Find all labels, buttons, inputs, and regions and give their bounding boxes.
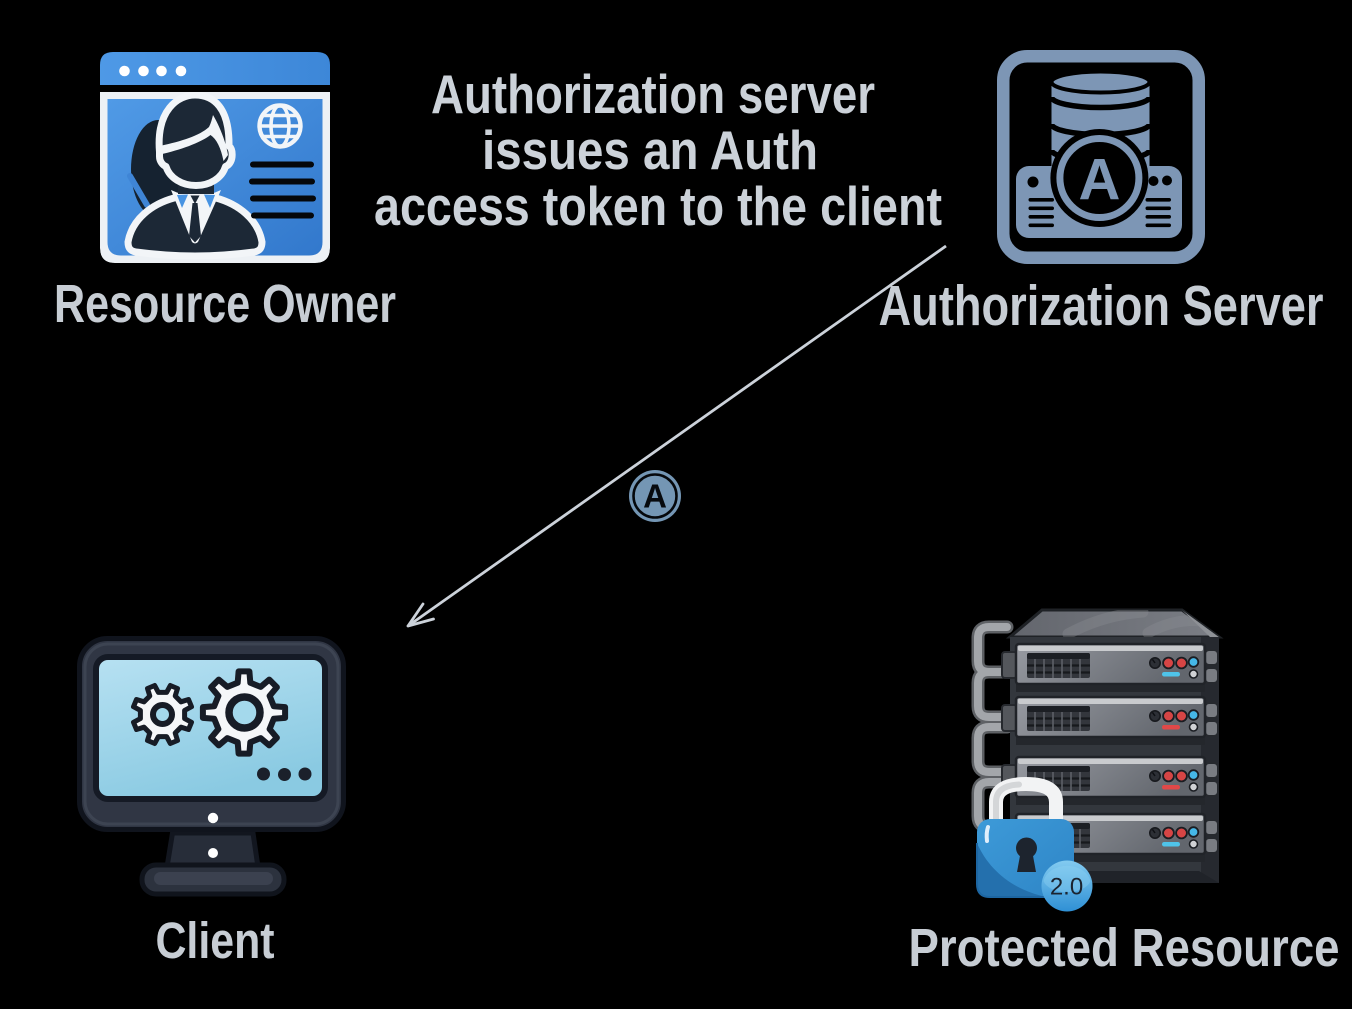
svg-text:Authorization Server: Authorization Server [879,274,1324,338]
svg-text:A: A [1078,148,1120,213]
svg-text:A: A [643,478,667,515]
svg-text:2.0: 2.0 [1050,874,1083,901]
svg-text:access token to the client: access token to the client [374,175,942,237]
svg-text:Authorization server: Authorization server [431,63,875,125]
svg-text:issues an Auth: issues an Auth [482,119,818,181]
svg-text:Client: Client [156,912,275,969]
svg-text:Protected Resource: Protected Resource [909,918,1340,978]
svg-text:Resource Owner: Resource Owner [54,274,396,334]
